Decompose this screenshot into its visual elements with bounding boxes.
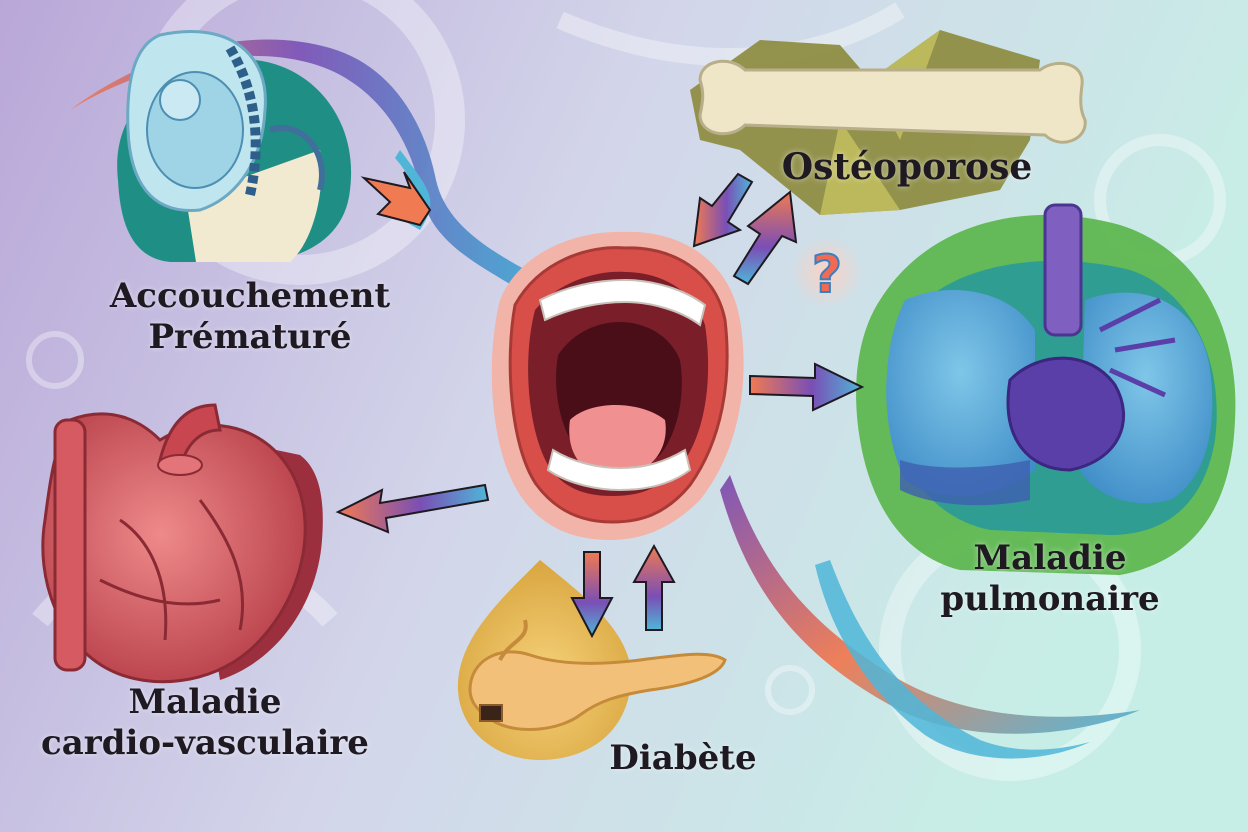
arrow-to-osteo	[692, 172, 754, 248]
label-line: Ostéoporose	[781, 146, 1033, 188]
label-accouchement-premature: Accouchement Prématuré	[60, 276, 440, 359]
arrow-from-diabete	[632, 543, 676, 631]
heart-icon	[41, 403, 323, 684]
label-diabete: Diabète	[588, 738, 778, 779]
label-maladie-pulmonaire: Maladie pulmonaire	[915, 538, 1185, 621]
question-mark-badge: ?	[791, 236, 863, 308]
label-line: Accouchement	[109, 276, 391, 316]
label-line: Maladie	[128, 682, 282, 722]
bone-icon	[690, 30, 1087, 215]
arrow-from-osteo	[732, 190, 798, 286]
label-line: Diabète	[609, 738, 757, 778]
label-line: cardio-vasculaire	[41, 723, 369, 764]
question-mark: ?	[812, 245, 842, 305]
arrow-to-pulmonaire	[749, 362, 865, 412]
arrow-to-cardio	[335, 483, 490, 534]
arrow-to-diabete	[570, 551, 614, 639]
arrows	[335, 171, 865, 639]
arrow-to-accouchement	[360, 171, 432, 227]
label-line: Prématuré	[148, 317, 352, 358]
open-mouth-icon	[491, 231, 744, 540]
label-line: pulmonaire	[940, 579, 1160, 620]
label-maladie-cardio-vasculaire: Maladie cardio-vasculaire	[20, 682, 390, 765]
pregnant-womb-icon	[117, 30, 352, 263]
lungs-icon	[856, 203, 1236, 575]
label-osteoporose: Ostéoporose	[772, 146, 1042, 190]
label-line: Maladie	[973, 538, 1127, 578]
